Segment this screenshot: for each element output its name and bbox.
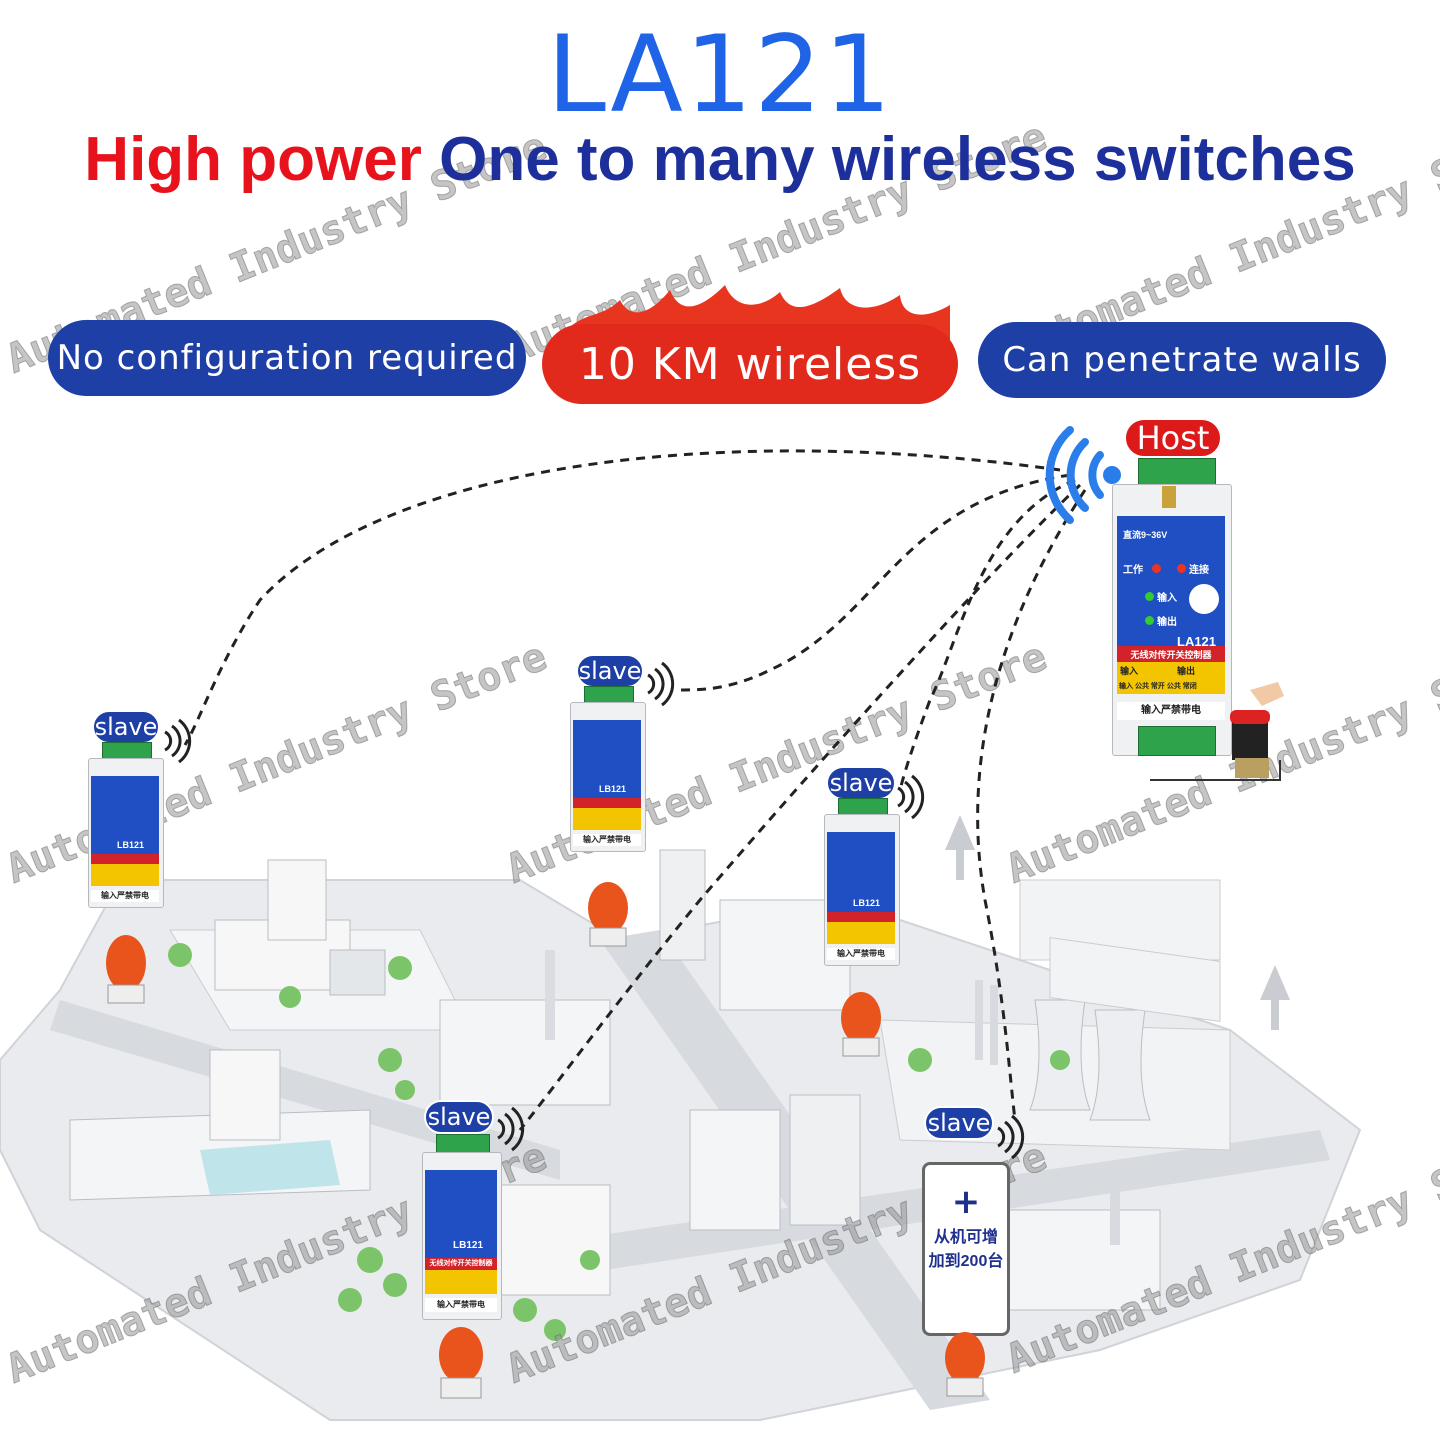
slave-tag: slave	[576, 654, 644, 688]
host-led-work: 工作	[1123, 565, 1143, 576]
slave-model: LB121	[853, 898, 881, 908]
plus-icon: +	[951, 1182, 981, 1222]
headline-red: High power	[84, 125, 422, 194]
host-led-link: 连接	[1189, 565, 1209, 576]
terminal-block	[1138, 726, 1216, 756]
host-tag: Host	[1124, 418, 1222, 458]
headline: High power One to many wireless switches	[0, 125, 1440, 194]
host-led-input: 输入	[1157, 593, 1177, 604]
slave-model: LB121	[599, 784, 627, 794]
terminal-block	[1138, 458, 1216, 488]
add-slave-line1: 从机可增	[933, 1229, 998, 1246]
add-slave-line2: 加到200台	[928, 1253, 1004, 1270]
host-module: 直流9~36V 工作 连接 输入 输出 LA121 无线对传开关控制器 输入 输…	[1112, 458, 1232, 788]
host-power-label: 直流9~36V	[1123, 530, 1168, 540]
slave-warning: 输入严禁带电	[573, 834, 641, 846]
slave-module: LB121 输入严禁带电	[824, 798, 900, 966]
warning-beacon-icon	[106, 882, 985, 1399]
host-warning: 输入严禁带电	[1117, 702, 1225, 720]
product-title: LA121	[546, 13, 894, 136]
host-terminal-labels: 输入 公共 常开 公共 常闭	[1119, 683, 1197, 690]
slave-model: LB121	[117, 840, 145, 850]
brand-logo-icon	[1189, 584, 1219, 614]
feature-penetrate-walls: Can penetrate walls	[978, 322, 1386, 398]
host-subtitle: 无线对传开关控制器	[1130, 650, 1212, 660]
slave-warning: 输入严禁带电	[91, 890, 159, 902]
feature-10km: 10 KM wireless	[542, 324, 958, 404]
push-button-icon	[1150, 682, 1284, 781]
slave-subtitle: 无线对传开关控制器	[429, 1260, 493, 1267]
slave-module: LB121 输入严禁带电	[570, 686, 646, 852]
slave-tag: slave	[924, 1106, 994, 1140]
slave-module: LB121 输入严禁带电	[88, 742, 164, 908]
slave-warning: 输入严禁带电	[425, 1298, 497, 1312]
add-slave-placeholder: + 从机可增 加到200台	[922, 1162, 1010, 1336]
headline-blue: One to many wireless switches	[439, 125, 1356, 194]
slave-warning: 输入严禁带电	[827, 948, 895, 960]
host-led-output: 输出	[1157, 617, 1177, 628]
host-model: LA121	[1177, 634, 1217, 649]
host-section-input: 输入	[1120, 666, 1139, 676]
slave-model: LB121	[453, 1240, 484, 1251]
antenna-connector	[1162, 486, 1176, 508]
slave-tag: slave	[826, 766, 896, 800]
feature-no-config: No configuration required	[48, 320, 526, 396]
slave-module: LB121 无线对传开关控制器 输入严禁带电	[422, 1134, 502, 1320]
host-section-output: 输出	[1177, 666, 1196, 676]
slave-tag: slave	[92, 710, 160, 744]
slave-tag: slave	[424, 1100, 494, 1134]
